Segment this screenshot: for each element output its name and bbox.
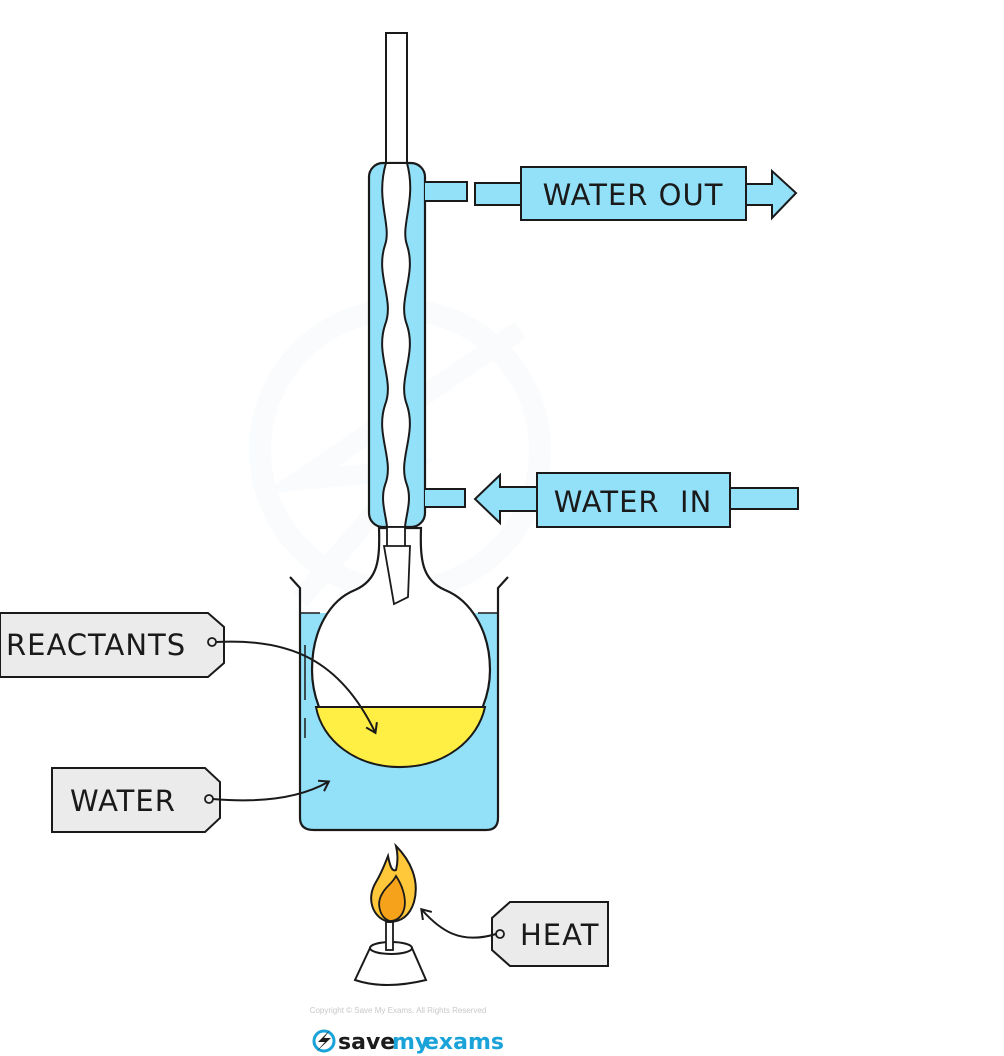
- water-inlet-arm: [425, 488, 466, 508]
- condenser-top-tube: [385, 32, 408, 164]
- water-text: WATER: [70, 784, 176, 818]
- water-outlet-arm: [425, 181, 468, 202]
- flame-icon: [370, 842, 417, 924]
- ground-glass-joint: [386, 526, 406, 548]
- logo-save-text: save: [338, 1030, 395, 1055]
- water-in-text: WATER IN: [554, 485, 713, 519]
- water-tag: WATER: [51, 767, 331, 833]
- logo-my-text: my: [392, 1030, 429, 1055]
- water-out-text: WATER OUT: [543, 178, 724, 212]
- reactants-tag: REACTANTS: [0, 612, 378, 735]
- water-out-label: WATER OUT: [474, 166, 798, 221]
- bunsen-burner: [353, 921, 428, 986]
- heat-text: HEAT: [520, 918, 599, 952]
- ground-glass-cone: [382, 545, 411, 606]
- water-in-label: WATER IN: [473, 472, 799, 528]
- copyright-text: Copyright © Save My Exams. All Rights Re…: [310, 1006, 487, 1015]
- save-my-exams-logo: save my exams: [312, 1029, 504, 1055]
- reactants-text: REACTANTS: [6, 628, 186, 662]
- beaker: [289, 576, 509, 832]
- lightning-bolt-icon: [316, 1030, 331, 1052]
- reactants-liquid: [314, 706, 487, 769]
- heat-tag: HEAT: [420, 901, 609, 967]
- logo-exams-text: exams: [424, 1030, 504, 1055]
